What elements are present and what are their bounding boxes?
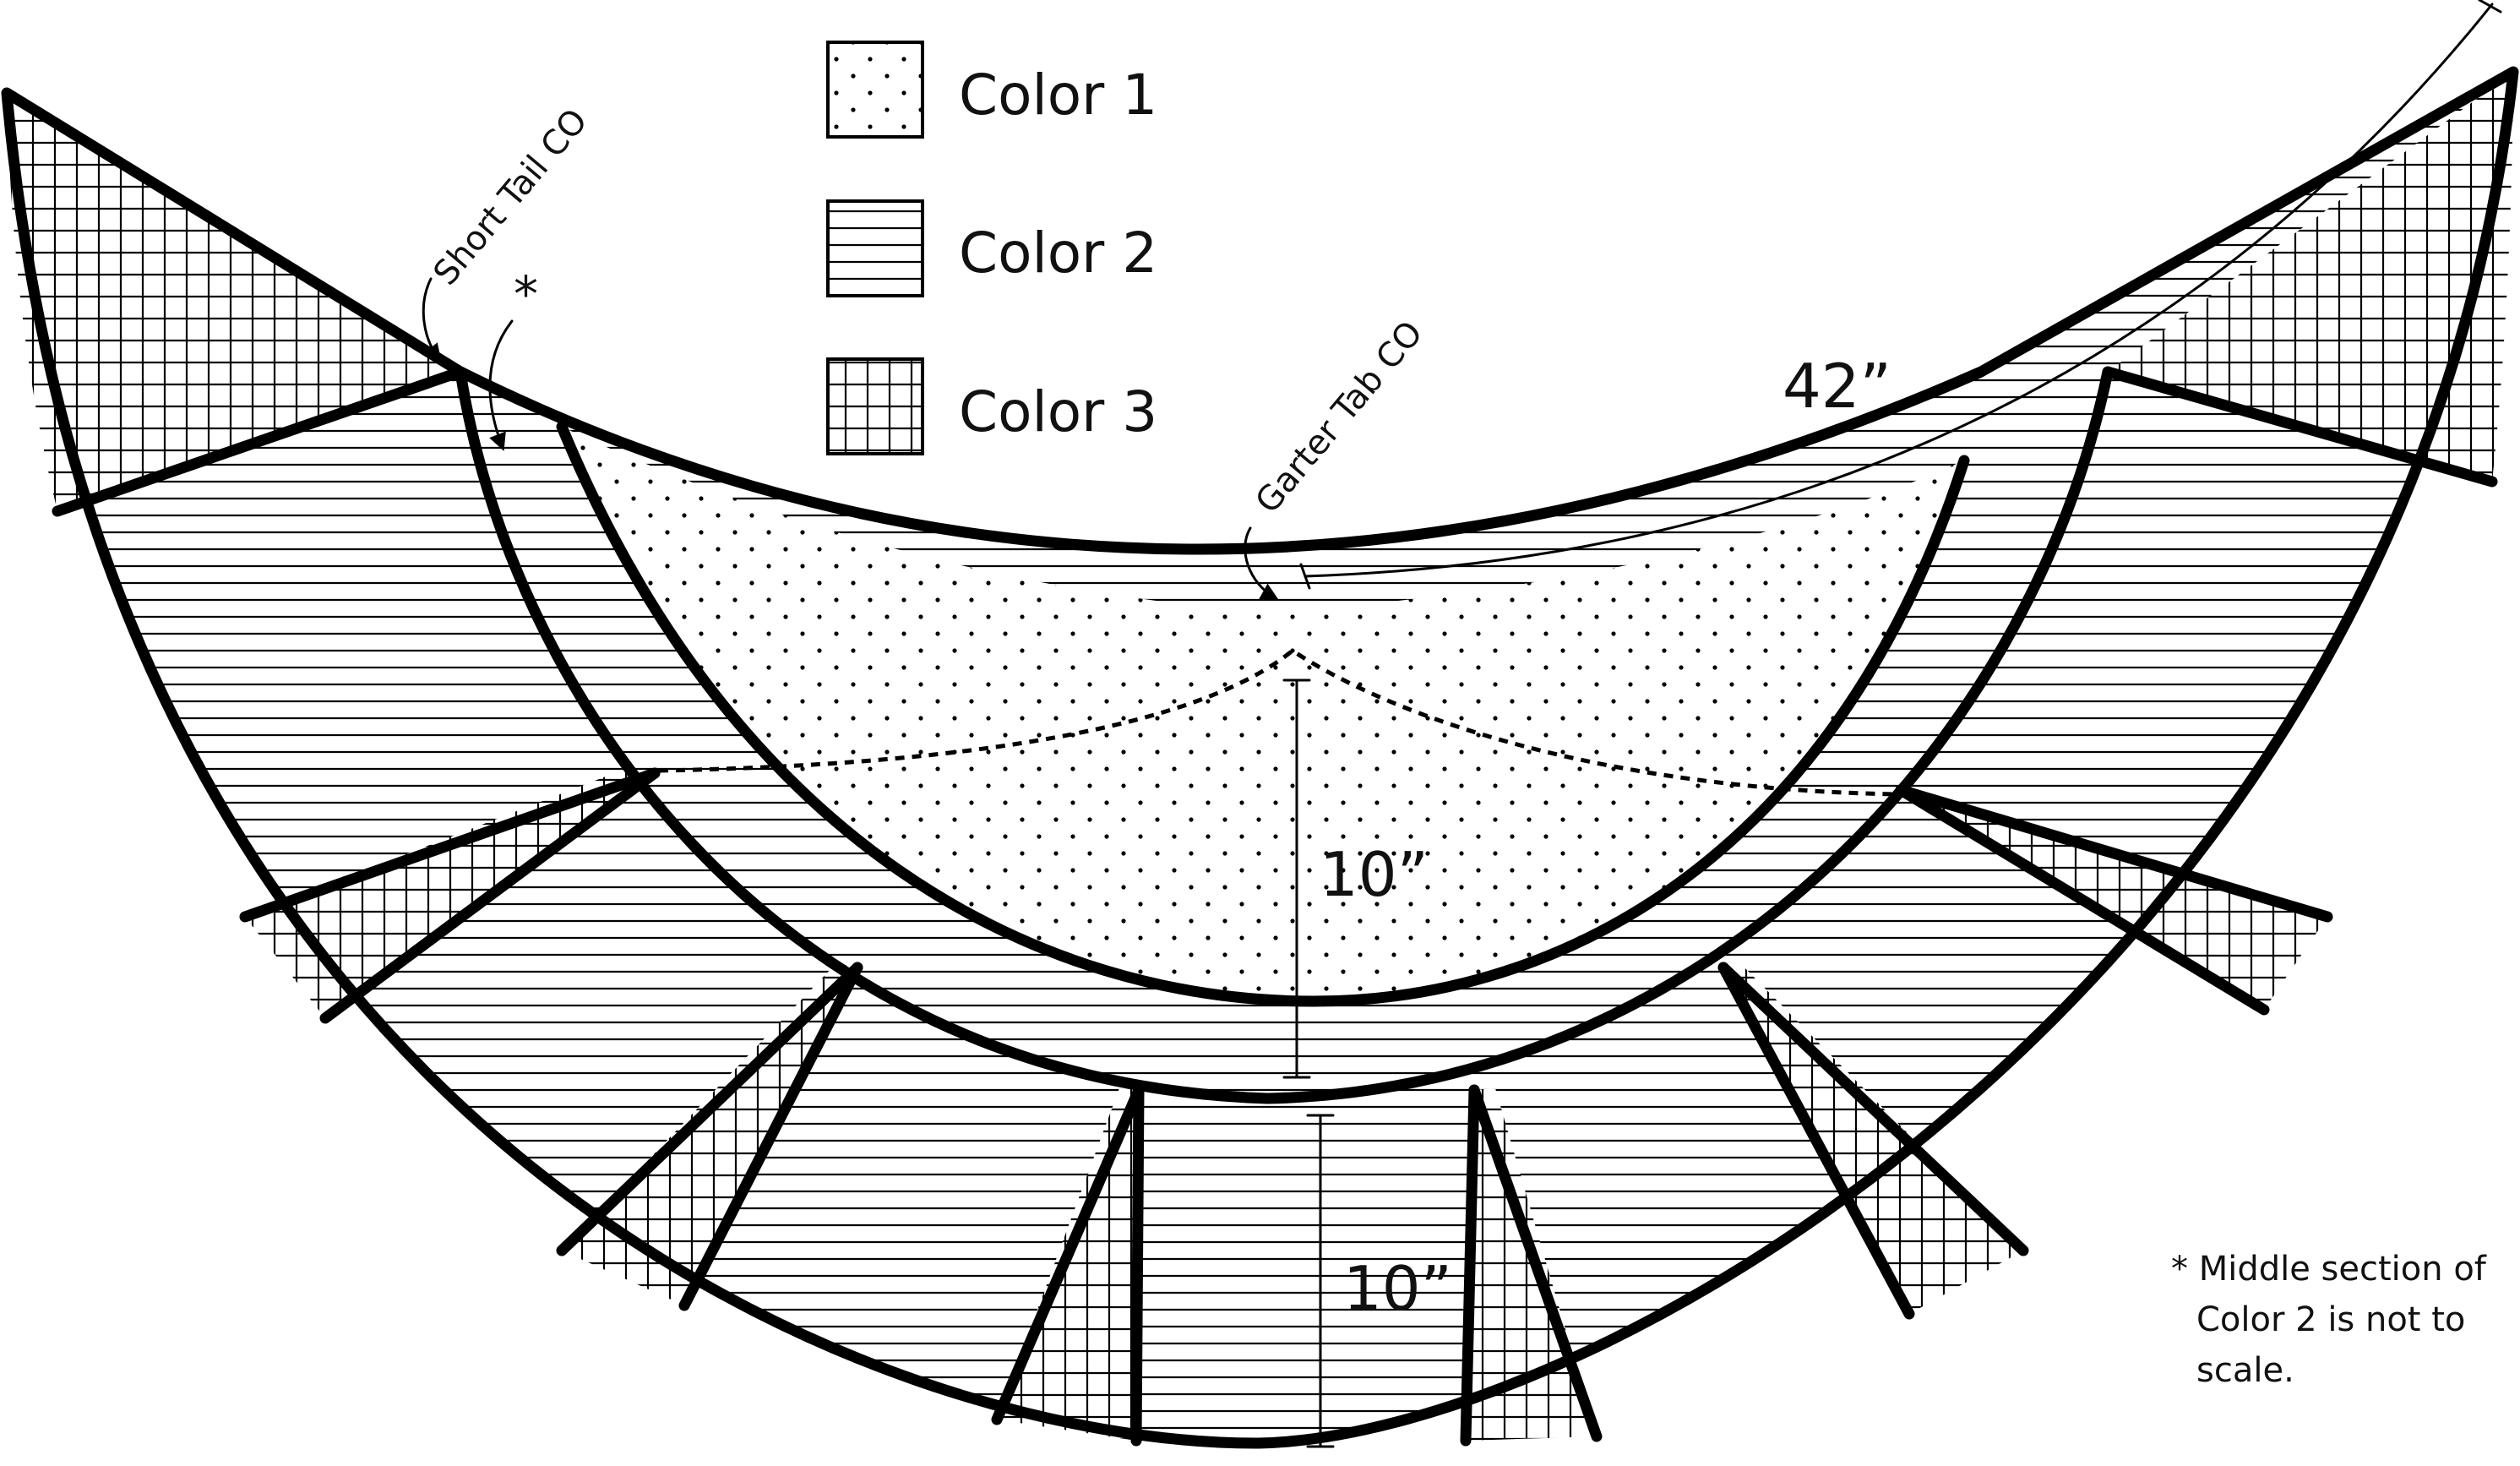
border-depth-measurement: 10” [1306, 1114, 1452, 1448]
center-dashed-curve [658, 647, 1902, 797]
legend: Color 1 Color 2 Color 3 [826, 41, 1157, 455]
legend-swatch-color1 [826, 41, 924, 139]
wedge-left-middle [562, 963, 857, 1305]
legend-label-color1: Color 1 [959, 63, 1157, 128]
garter-tab-label: Garter Tab CO [1248, 313, 1430, 520]
center-depth-label: 10” [1320, 839, 1429, 910]
footnote-line-2: Color 2 is not to [2196, 1300, 2465, 1339]
footnote-line-1: * Middle section of [2171, 1250, 2487, 1289]
outlines [1, 66, 2519, 1449]
right-corner-section [2108, 72, 2513, 482]
garter-tab-arrow [1244, 526, 1279, 601]
legend-label-color2: Color 2 [959, 221, 1157, 286]
wedge-left-upper [245, 769, 655, 1018]
center-section [562, 427, 1964, 1001]
wingspan-measurement: 42” [1299, 0, 2502, 590]
wedge-right-middle [1723, 963, 2023, 1314]
legend-label-color3: Color 3 [959, 379, 1157, 444]
wingspan-label: 42” [1783, 351, 1891, 422]
legend-swatch-color3 [826, 357, 924, 455]
asterisk-arrow [488, 319, 514, 451]
border-depth-label: 10” [1343, 1253, 1452, 1324]
legend-swatch-color2 [826, 199, 924, 297]
asterisk-label: * [514, 265, 538, 323]
wedge-right-upper [1901, 790, 2327, 1010]
footnote: * Middle section of Color 2 is not to sc… [2171, 1250, 2487, 1390]
footnote-line-3: scale. [2196, 1351, 2294, 1390]
short-tail-label: Short Tail CO [426, 101, 595, 292]
center-depth-measurement: 10” [1282, 679, 1429, 1079]
short-tail-arrow [422, 277, 442, 362]
